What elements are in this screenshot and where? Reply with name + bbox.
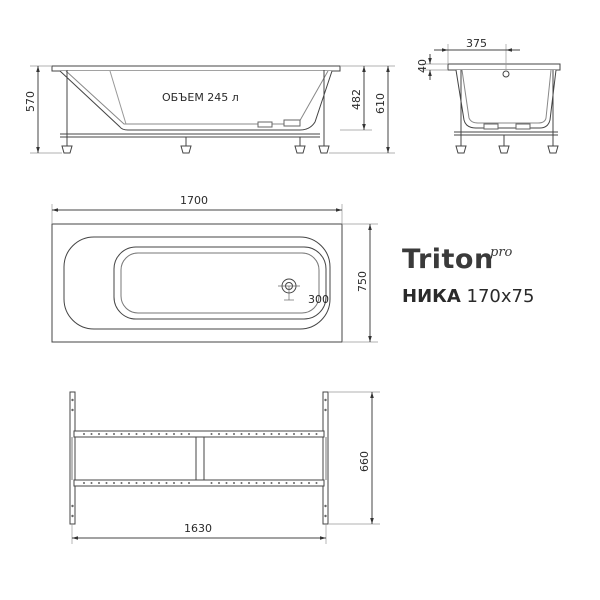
frame-hole — [120, 433, 123, 435]
model-size: 170x75 — [466, 286, 535, 307]
post-hole — [71, 408, 74, 412]
frame-hole — [278, 433, 280, 435]
post-hole — [71, 398, 74, 402]
end-view — [422, 44, 561, 154]
frame-hole — [188, 482, 190, 484]
frame-hole — [255, 482, 258, 484]
frame-view — [69, 391, 380, 544]
frame-hole — [300, 482, 303, 484]
frame-hole — [285, 482, 288, 484]
model-name: НИКА — [402, 286, 461, 307]
post-hole — [324, 408, 327, 412]
dim-depth-482: 482 — [350, 89, 363, 110]
frame-hole — [270, 433, 273, 435]
frame-hole — [180, 433, 183, 435]
frame-hole — [128, 482, 130, 484]
post-hole — [324, 504, 327, 508]
side-view — [30, 65, 395, 154]
frame-hole — [90, 482, 93, 484]
frame-hole — [83, 433, 85, 435]
dim-length-1700: 1700 — [180, 194, 208, 207]
frame-hole — [308, 433, 310, 435]
frame-hole — [210, 433, 213, 435]
frame-hole — [173, 433, 175, 435]
frame-hole — [83, 482, 85, 484]
dim-drain-300: 300 — [308, 293, 329, 306]
frame-hole — [240, 482, 243, 484]
frame-hole — [165, 433, 168, 435]
frame-hole — [105, 433, 108, 435]
dim-height-610: 610 — [374, 93, 387, 114]
frame-hole — [120, 482, 123, 484]
frame-hole — [135, 482, 138, 484]
post-hole — [324, 398, 327, 402]
frame-hole — [240, 433, 243, 435]
frame-hole — [218, 433, 220, 435]
frame-hole — [165, 482, 168, 484]
frame-hole — [113, 482, 115, 484]
dim-drain-offset-375: 375 — [466, 37, 487, 50]
frame-hole — [248, 482, 250, 484]
frame-hole — [143, 433, 145, 435]
brand-logo: Triton — [402, 244, 494, 275]
dim-width-750: 750 — [356, 271, 369, 292]
frame-hole — [218, 482, 220, 484]
frame-hole — [180, 482, 183, 484]
dim-frame-width-660: 660 — [358, 451, 371, 472]
frame-hole — [150, 482, 153, 484]
frame-hole — [135, 433, 138, 435]
post-hole — [71, 514, 74, 518]
frame-hole — [225, 482, 228, 484]
frame-hole — [315, 482, 318, 484]
frame-hole — [270, 482, 273, 484]
frame-holes — [71, 398, 327, 518]
frame-hole — [98, 482, 100, 484]
frame-hole — [173, 482, 175, 484]
post-hole — [71, 504, 74, 508]
frame-hole — [128, 433, 130, 435]
volume-label: ОБЪЕМ 245 л — [162, 91, 239, 104]
frame-hole — [105, 482, 108, 484]
frame-hole — [278, 482, 280, 484]
frame-hole — [315, 433, 318, 435]
frame-hole — [263, 482, 265, 484]
model-title: НИКА 170x75 — [402, 286, 534, 307]
frame-hole — [308, 482, 310, 484]
frame-hole — [293, 482, 295, 484]
frame-hole — [255, 433, 258, 435]
dim-rim-40: 40 — [416, 59, 429, 73]
top-view — [51, 204, 378, 343]
dim-frame-length-1630: 1630 — [184, 522, 212, 535]
frame-hole — [90, 433, 93, 435]
frame-hole — [225, 433, 228, 435]
frame-hole — [143, 482, 145, 484]
frame-hole — [150, 433, 153, 435]
frame-hole — [188, 433, 190, 435]
frame-hole — [158, 482, 160, 484]
frame-hole — [113, 433, 115, 435]
frame-hole — [233, 482, 235, 484]
frame-hole — [98, 433, 100, 435]
frame-hole — [285, 433, 288, 435]
frame-hole — [210, 482, 213, 484]
brand-superscript: pro — [490, 245, 513, 260]
brand-name: Triton — [402, 244, 494, 275]
frame-hole — [248, 433, 250, 435]
dim-height-570: 570 — [24, 91, 37, 112]
frame-hole — [263, 433, 265, 435]
post-hole — [324, 514, 327, 518]
frame-hole — [233, 433, 235, 435]
frame-hole — [293, 433, 295, 435]
frame-hole — [158, 433, 160, 435]
frame-hole — [300, 433, 303, 435]
